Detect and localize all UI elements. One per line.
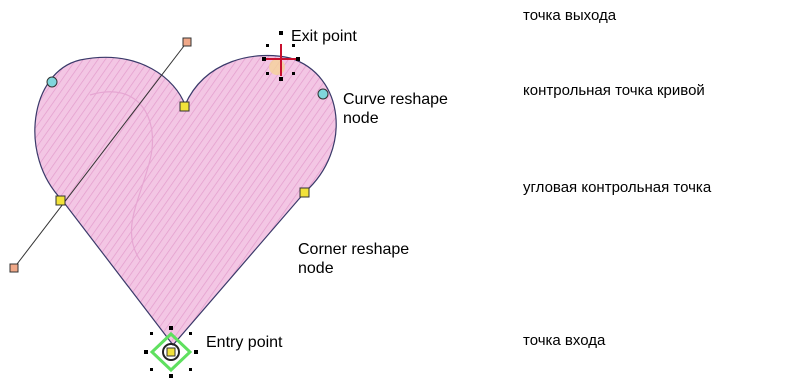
entry-point-label: Entry point — [206, 334, 283, 351]
entry-point-ru-label: точка входа — [523, 332, 606, 349]
curve-reshape-node[interactable] — [317, 88, 329, 100]
entry-point-marker[interactable] — [144, 326, 198, 378]
exit-point-ru-label: точка выхода — [523, 7, 617, 24]
corner-reshape-node-label-line2: node — [298, 260, 334, 277]
exit-point-label: Exit point — [291, 28, 357, 45]
corner-reshape-node[interactable] — [55, 195, 66, 206]
corner-reshape-node-ru-label: угловая контрольная точка — [523, 179, 712, 196]
handle-end-node[interactable] — [182, 37, 192, 47]
curve-reshape-node-ru-label: контрольная точка кривой — [523, 82, 705, 99]
corner-reshape-node[interactable] — [299, 187, 310, 198]
curve-reshape-node-label-line2: node — [343, 110, 379, 127]
inner-stitch-curve — [89, 91, 154, 261]
reshape-handle-line — [13, 41, 188, 269]
exit-point-marker[interactable] — [262, 31, 300, 81]
corner-reshape-node[interactable] — [179, 101, 190, 112]
corner-reshape-node-label-line1: Corner reshape — [298, 241, 409, 258]
heart-shape — [34, 54, 337, 346]
curve-reshape-node[interactable] — [46, 76, 58, 88]
curve-reshape-node-label-line1: Curve reshape — [343, 91, 448, 108]
handle-end-node[interactable] — [9, 263, 19, 273]
